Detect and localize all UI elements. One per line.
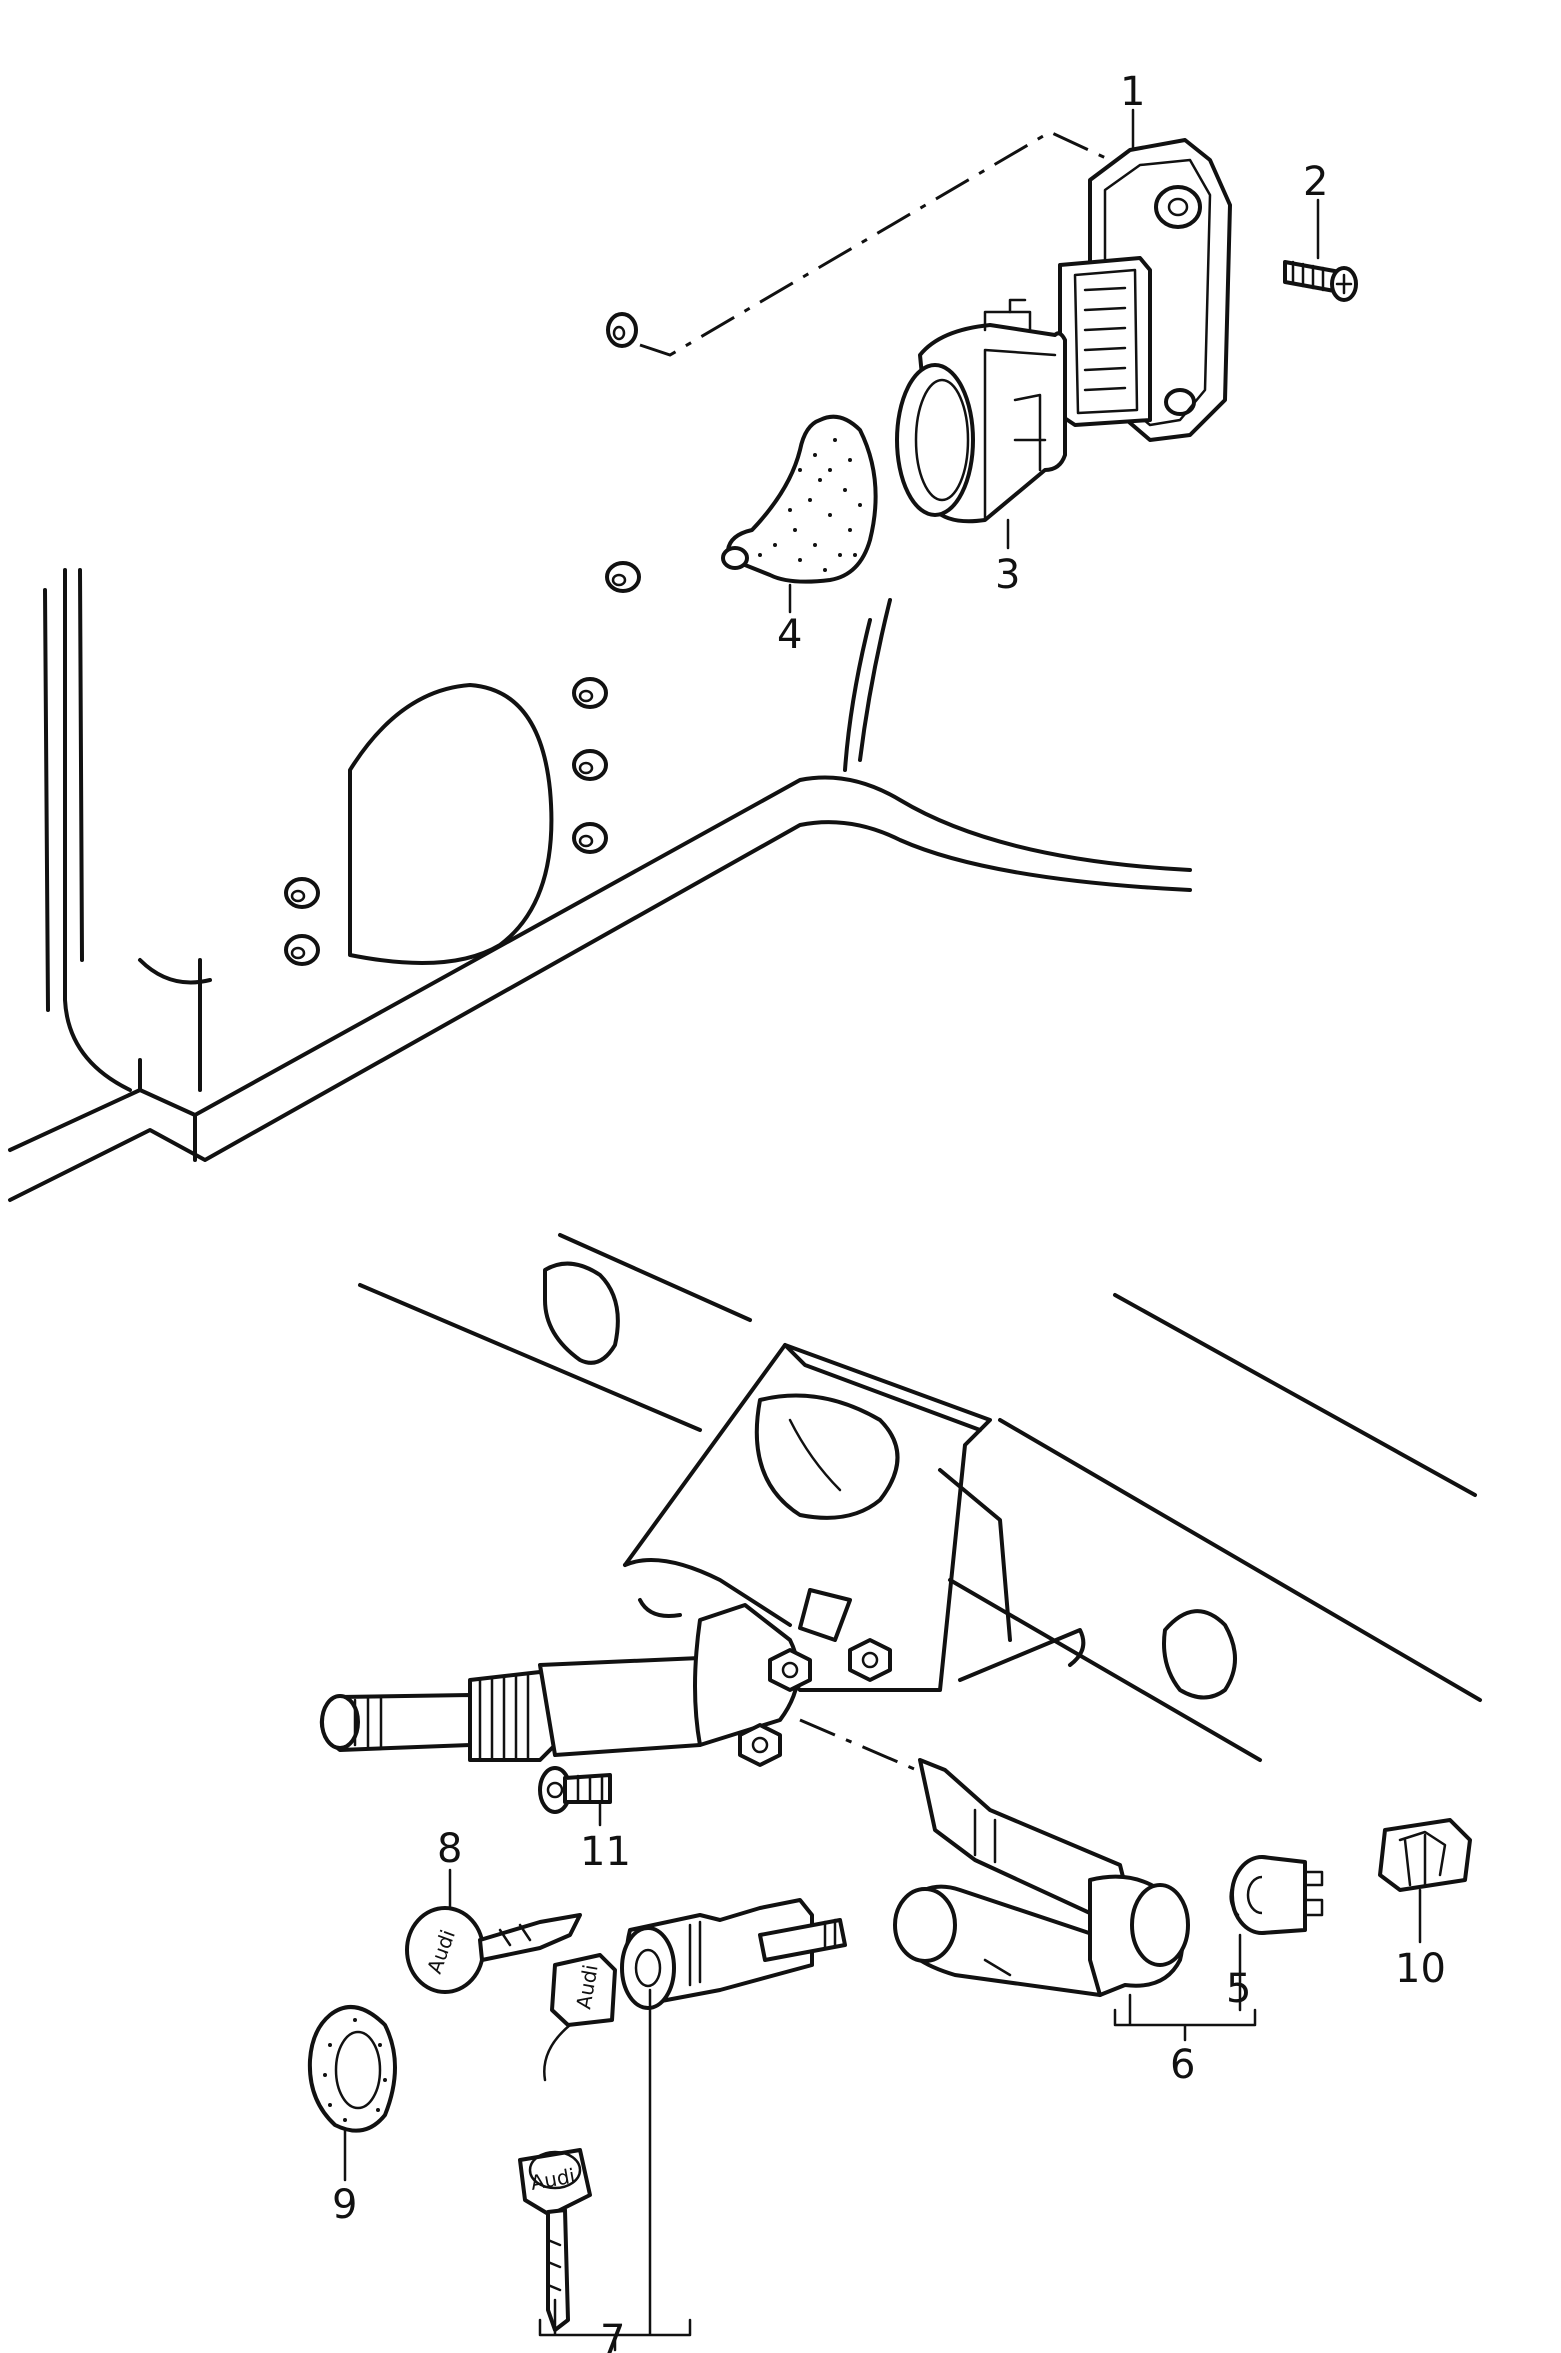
callout-11: 11 [580, 1829, 631, 1875]
seal-ring [307, 2005, 397, 2133]
lower-body-panel [358, 1233, 1482, 1762]
panel-hole [605, 561, 641, 593]
steering-shaft [319, 1588, 852, 1762]
control-unit [1058, 138, 1232, 442]
lock-axis-line [799, 1718, 941, 1782]
panel-hole [284, 877, 320, 909]
upper-body-panel [8, 312, 1192, 1202]
callout-5: 5 [1226, 1966, 1251, 2012]
lock-housing [893, 1758, 1190, 1997]
lock-cylinder-set: Audi Audi [518, 1898, 847, 2332]
panel-hole [572, 822, 608, 854]
bracket-7 [538, 1988, 692, 2352]
callout-6: 6 [1170, 2042, 1195, 2088]
mounting-hole [606, 312, 638, 348]
callout-7: 7 [600, 2317, 625, 2353]
panel-hole [572, 677, 608, 709]
panel-hole [572, 749, 608, 781]
ignition-switch [1229, 1855, 1324, 1935]
hex-nut [768, 1648, 812, 1692]
callout-8: 8 [437, 1826, 462, 1872]
bracket-6 [1113, 1993, 1257, 2042]
panel-hole [284, 934, 320, 966]
bolt [538, 1766, 612, 1814]
assembly-leader-line [639, 130, 1111, 357]
callout-9: 9 [332, 2182, 357, 2228]
callout-4: 4 [777, 612, 802, 658]
callout-2: 2 [1303, 159, 1328, 205]
callout-3: 3 [995, 552, 1020, 598]
callout-1: 1 [1120, 69, 1145, 115]
bushing [1378, 1818, 1472, 1892]
rubber-boot [721, 414, 878, 584]
sensor-housing [895, 298, 1067, 524]
key: Audi [405, 1906, 582, 1994]
screw [1283, 260, 1358, 302]
hex-nut [738, 1723, 782, 1767]
hex-nut [848, 1638, 892, 1682]
callout-10: 10 [1395, 1946, 1446, 1992]
steering-column-bracket [623, 1343, 1086, 1692]
